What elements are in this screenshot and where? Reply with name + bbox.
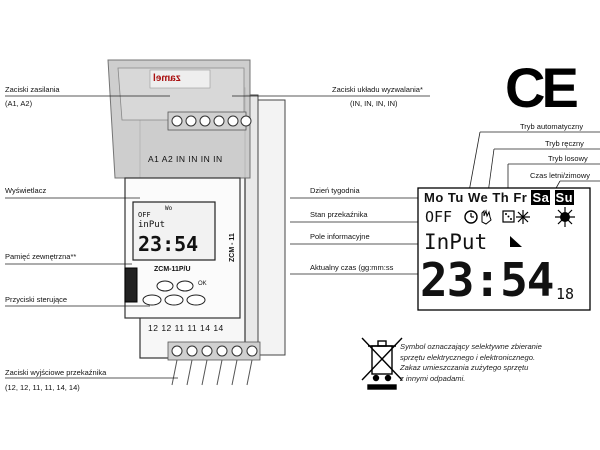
lcd-day-we: We [467,190,489,205]
top-terminal-labels: A1 A2 IN IN IN IN [148,154,223,164]
memory-slot [124,267,138,303]
mini-lcd-time: 23:54 [138,232,199,256]
triangle-icon [510,236,522,247]
mini-lcd-info: inPut [138,220,166,230]
sun-icon [555,207,575,227]
control-button-1[interactable] [142,294,162,306]
brand-logo: zamel [153,73,181,84]
clock-icon [464,210,478,224]
label-trigger-terminals: Zaciski układu wyzwalania* [332,85,423,94]
label-memory: Pamięć zewnętrzna** [5,252,77,261]
lcd-day-sa: Sa [531,190,551,205]
lcd-day-mo: Mo [424,190,444,205]
mini-lcd-days: Wo [165,205,173,212]
weee-note: Symbol oznaczający selektywne zbieranie … [400,342,600,384]
weee-note-line: sprzętu elektrycznego i elektronicznego. [400,352,536,362]
mini-lcd [132,201,216,261]
lcd-time: 23:54 [420,253,554,307]
mini-lcd-status: OFF [138,211,151,219]
label-power-terminals-sub: (A1, A2) [5,99,33,108]
lcd-info-text: InPut [424,230,488,254]
label-trigger-terminals-sub: (IN, IN, IN, IN) [350,99,398,108]
label-day-of-week: Dzień tygodnia [310,186,360,195]
label-output-terminals: Zaciski wyjściowe przekaźnika [5,368,107,377]
label-auto-mode: Tryb automatyczny [520,122,584,131]
label-power-terminals: Zaciski zasilania [5,85,60,94]
hand-icon [481,209,492,225]
label-current-time: Aktualny czas (gg:mm:ss [310,263,394,272]
bottom-terminal-screws [167,341,261,361]
label-info-field: Pole informacyjne [310,232,370,241]
weee-note-line: Symbol oznaczający selektywne zbieranie [400,342,542,351]
snowflake-icon [516,210,530,224]
dice-icon [502,210,515,223]
lcd-day-tu: Tu [447,190,464,205]
bottom-terminal-labels: 12 12 11 11 14 14 [148,323,224,333]
label-display: Wyświetlacz [5,186,47,195]
control-button-3[interactable] [186,294,206,306]
control-button-2[interactable] [164,294,184,306]
lcd-days-row: Mo Tu We Th Fr Sa Su [424,190,575,205]
label-output-terminals-sub: (12, 12, 11, 11, 14, 14) [5,383,80,392]
side-model: ZCM - 11 [229,233,236,262]
lcd-seconds: 18 [556,285,575,303]
ok-label: OK [198,281,207,287]
control-button-4[interactable] [156,280,174,292]
lcd-day-su: Su [554,190,575,205]
weee-bin-icon [361,337,403,390]
ce-mark: CE [505,56,579,119]
device-model: ZCM-11P/U [154,266,191,273]
label-relay-state: Stan przekaźnika [310,210,368,219]
control-button-ok[interactable] [176,280,194,292]
label-summer-winter: Czas letni/zimowy [530,171,591,180]
weee-note-line: z innymi odpadami. [400,373,466,383]
lcd-day-th: Th [492,190,510,205]
lcd-relay-status: OFF [425,208,453,226]
weee-note-line: Zakaz umieszczania zużytego sprzętu [400,363,529,372]
lcd-panel [417,187,591,311]
label-random-mode: Tryb losowy [548,154,588,163]
top-terminal-screws [167,111,252,131]
lcd-day-fr: Fr [513,190,528,205]
label-buttons: Przyciski sterujące [5,295,68,304]
label-manual-mode: Tryb ręczny [545,139,584,148]
